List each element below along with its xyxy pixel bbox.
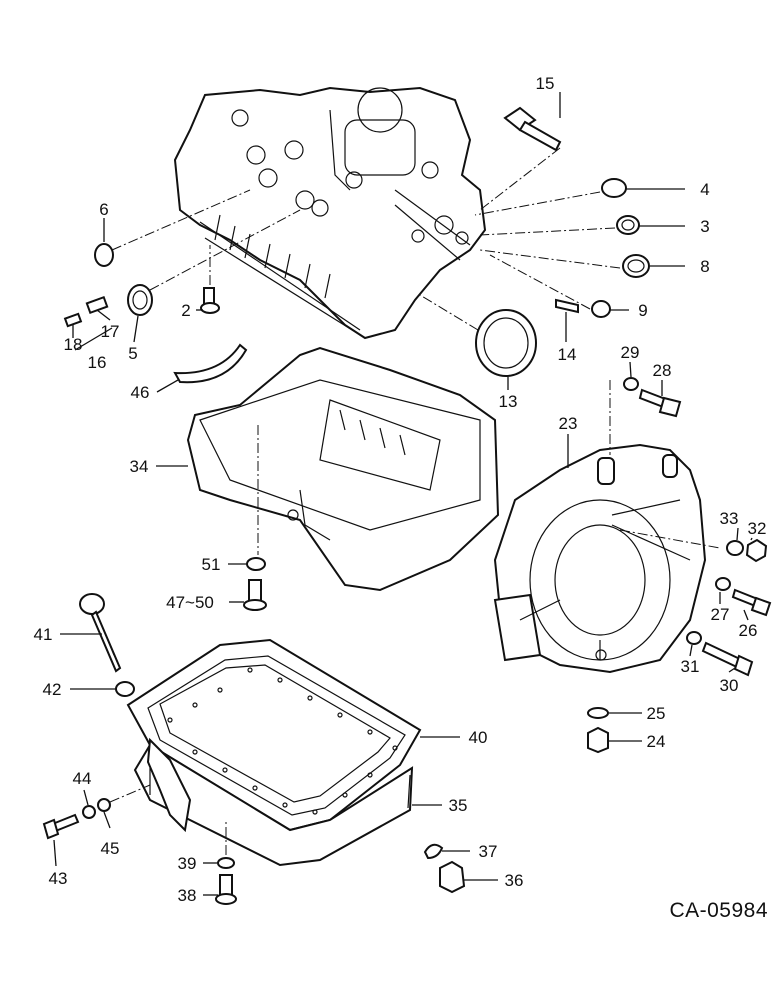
callout-51: 51 <box>202 555 221 574</box>
callout-16: 16 <box>88 353 107 372</box>
callout-23: 23 <box>559 414 578 433</box>
oil-pan-upper-drawing <box>186 346 500 592</box>
callout-31: 31 <box>681 657 700 676</box>
leader-lines <box>53 92 753 896</box>
callout-33: 33 <box>720 509 739 528</box>
callout-2: 2 <box>181 301 190 320</box>
callout-labels: 6 2 15 4 3 8 9 14 13 17 18 16 5 29 28 23… <box>34 74 768 922</box>
oil-pan-lower-drawing <box>126 638 422 867</box>
callout-42: 42 <box>43 680 62 699</box>
callout-37: 37 <box>479 842 498 861</box>
drawing-code: CA-05984 <box>669 899 768 922</box>
pan-bolt-drawing <box>243 557 267 611</box>
callout-32: 32 <box>748 519 767 538</box>
callout-3: 3 <box>700 217 709 236</box>
callout-14: 14 <box>558 345 577 364</box>
callout-47-50: 47~50 <box>166 593 214 612</box>
callout-43: 43 <box>49 869 68 888</box>
callout-41: 41 <box>34 625 53 644</box>
callout-4: 4 <box>700 180 709 199</box>
callout-24-label: 24 <box>647 732 666 751</box>
callout-5: 5 <box>128 344 137 363</box>
callout-27: 27 <box>711 605 730 624</box>
callout-8: 8 <box>700 257 709 276</box>
callout-45: 45 <box>101 839 120 858</box>
callout-28: 28 <box>653 361 672 380</box>
dipstick-drawing <box>79 593 135 697</box>
seal-parts-drawing <box>63 106 650 384</box>
callout-39: 39 <box>178 854 197 873</box>
callout-29: 29 <box>621 343 640 362</box>
pan-fasteners-drawing <box>42 784 466 905</box>
callout-46: 46 <box>131 383 150 402</box>
callout-40: 40 <box>469 728 488 747</box>
callout-26: 26 <box>739 621 758 640</box>
callout-35: 35 <box>449 796 468 815</box>
callout-13: 13 <box>499 392 518 411</box>
flywheel-housing-drawing <box>493 380 721 674</box>
housing-fasteners-drawing <box>587 377 772 754</box>
callout-15: 15 <box>536 74 555 93</box>
callout-9: 9 <box>638 301 647 320</box>
callout-17: 17 <box>101 322 120 341</box>
callout-30: 30 <box>720 676 739 695</box>
callout-6: 6 <box>99 200 108 219</box>
callout-25: 25 <box>647 704 666 723</box>
callout-38: 38 <box>178 886 197 905</box>
callout-34: 34 <box>130 457 149 476</box>
callout-36: 36 <box>505 871 524 890</box>
callout-18: 18 <box>64 335 83 354</box>
callout-44: 44 <box>73 769 92 788</box>
engine-block-drawing <box>173 86 487 340</box>
